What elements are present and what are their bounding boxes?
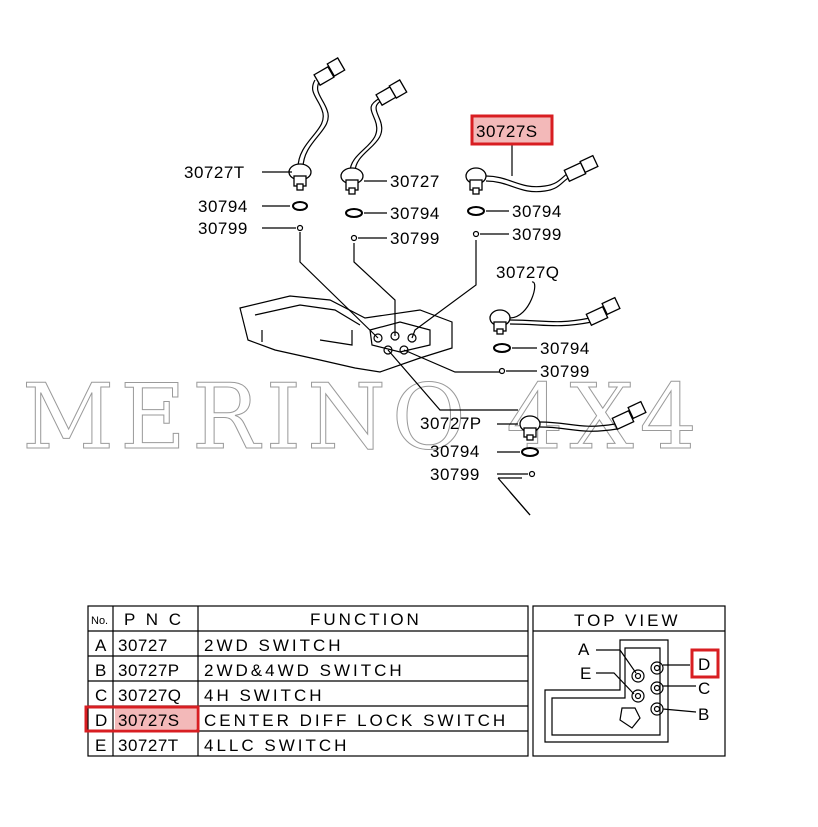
watermark: MERINO 4X4	[22, 365, 703, 470]
switch-30727T	[288, 57, 346, 191]
highlight-row-d-pnc-fill	[115, 708, 196, 729]
header-top-view: TOP VIEW	[574, 611, 681, 630]
row-b-no: B	[95, 661, 107, 680]
label-30727S: 30727S	[476, 122, 538, 141]
label-30727Q: 30727Q	[496, 263, 560, 282]
row-b-pnc: 30727P	[118, 661, 180, 680]
row-c-no: C	[95, 686, 108, 705]
label-30727P: 30727P	[420, 414, 482, 433]
switch-30727S	[465, 144, 599, 195]
label-30799-d: 30799	[540, 362, 590, 381]
row-e-pnc: 30727T	[118, 736, 179, 755]
row-e-function: 4LLC SWITCH	[204, 736, 349, 755]
row-d-no: D	[95, 711, 108, 730]
label-30794-e: 30794	[430, 442, 480, 461]
label-30794-b: 30794	[390, 204, 440, 223]
top-view-label-c: C	[698, 679, 711, 698]
row-d-pnc: 30727S	[118, 711, 180, 730]
row-a-no: A	[95, 636, 107, 655]
label-30799-a: 30799	[198, 219, 248, 238]
leader-lines	[299, 232, 531, 516]
switch-30727Q	[489, 281, 621, 335]
row-b-function: 2WD&4WD SWITCH	[204, 661, 405, 680]
label-30727: 30727	[390, 172, 440, 191]
top-view-label-d: D	[698, 655, 711, 674]
top-view-label-e: E	[580, 664, 592, 683]
label-30799-b: 30799	[390, 229, 440, 248]
highlight-30727S-box	[470, 114, 554, 146]
label-leaders	[262, 171, 537, 475]
highlight-30727S-fill	[472, 116, 552, 144]
row-a-function: 2WD SWITCH	[204, 636, 344, 655]
header-no: No.	[91, 615, 108, 627]
row-c-pnc: 30727Q	[118, 686, 182, 705]
header-pnc: P N C	[124, 610, 184, 629]
header-function: FUNCTION	[310, 610, 422, 629]
transfer-case-housing	[239, 295, 453, 373]
label-30794-d: 30794	[540, 339, 590, 358]
row-a-pnc: 30727	[118, 636, 168, 655]
label-30799-c: 30799	[512, 225, 562, 244]
switch-30727P	[519, 400, 647, 441]
row-d-function: CENTER DIFF LOCK SWITCH	[204, 711, 508, 730]
gaskets	[292, 201, 539, 457]
highlight-row-d-box	[84, 705, 200, 733]
switch-30727	[340, 79, 408, 195]
balls	[296, 224, 536, 478]
label-30799-e: 30799	[430, 465, 480, 484]
highlight-top-view-d	[690, 648, 720, 679]
label-30727T: 30727T	[184, 163, 245, 182]
label-30794-c: 30794	[512, 202, 562, 221]
label-30794-a: 30794	[198, 197, 248, 216]
top-view-drawing	[544, 639, 697, 743]
row-e-no: E	[95, 736, 107, 755]
top-view-label-a: A	[578, 640, 590, 659]
top-view-label-b: B	[698, 705, 710, 724]
row-c-function: 4H SWITCH	[204, 686, 325, 705]
parts-table: No. P N C FUNCTION TOP VIEW A 30727 2WD …	[84, 605, 726, 757]
